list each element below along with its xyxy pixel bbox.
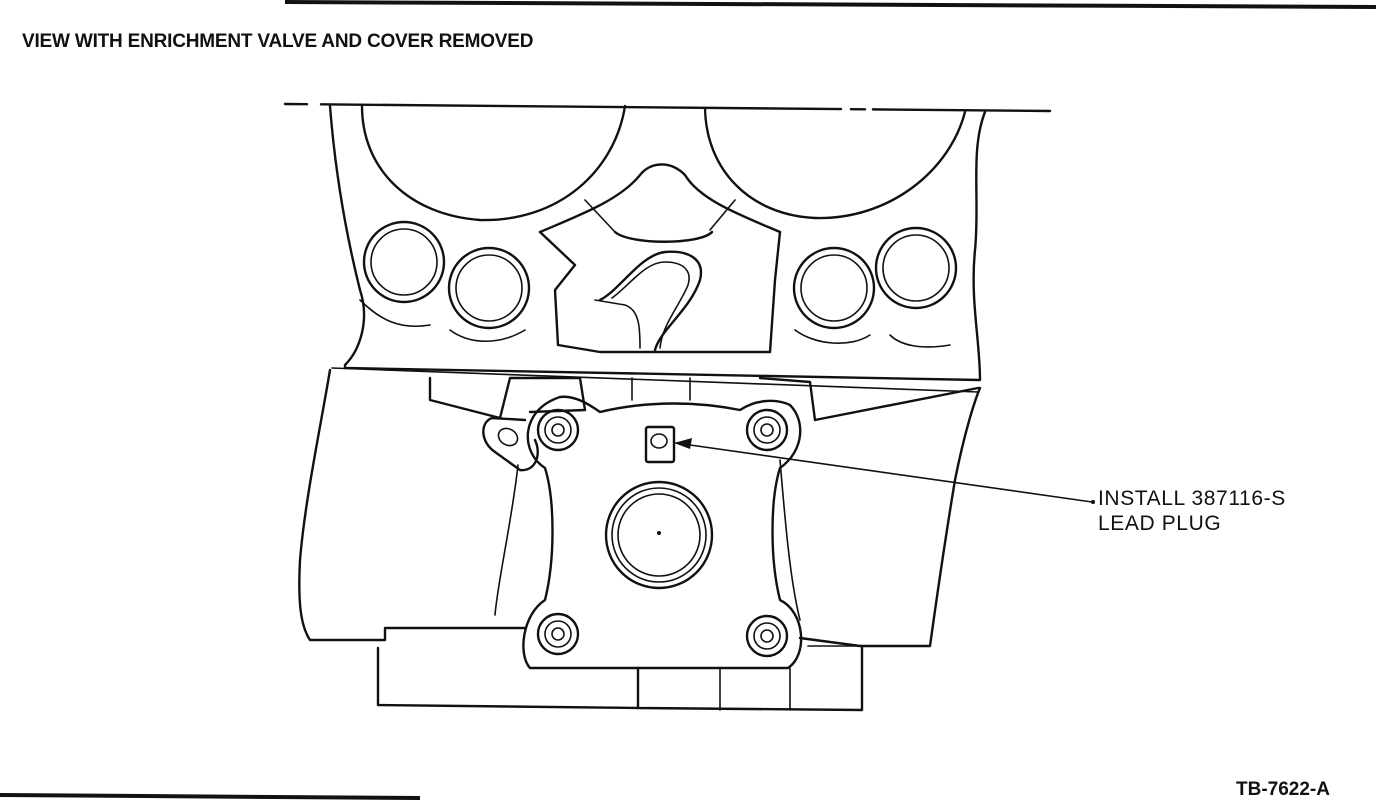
screw-top-right: [745, 408, 789, 452]
bottom-border-line: [0, 793, 421, 800]
center-slot-tab: [594, 299, 641, 349]
lower-body-vertical-right: [779, 459, 801, 621]
lower-body-vertical-left: [494, 464, 519, 616]
ring-pockets: [359, 299, 951, 348]
lead-plug-callout: INSTALL 387116-S LEAD PLUG: [1098, 486, 1286, 536]
leader-dot: [1091, 500, 1095, 504]
throttle-base-dividers: [637, 645, 863, 711]
callout-line-2: LEAD PLUG: [1098, 512, 1222, 535]
left-outer-ring: [362, 220, 446, 304]
left-ear-hole: [497, 427, 519, 447]
callout-line-1: INSTALL 387116-S: [1098, 487, 1286, 510]
figure-title: VIEW WITH ENRICHMENT VALVE AND COVER REM…: [22, 31, 534, 52]
right-inner-ring: [792, 246, 876, 330]
right-outer-ring: [874, 226, 958, 310]
upper-body-ledge: [331, 367, 979, 393]
center-slot: [598, 250, 703, 352]
lead-plug-boss: [644, 425, 676, 464]
valve-port: [604, 480, 714, 590]
upper-body-outline: [328, 104, 987, 382]
center-arch: [613, 230, 714, 243]
left-inner-ring: [447, 246, 531, 330]
leader-arrowhead: [674, 438, 692, 449]
figure-id: TB-7622-A: [1236, 779, 1330, 800]
lower-body-columns: [631, 377, 691, 401]
lower-body-outline: [298, 368, 982, 648]
center-cavity: [538, 230, 782, 354]
screw-bottom-left: [536, 612, 580, 656]
left-ear: [482, 416, 539, 472]
screw-bottom-right: [745, 614, 789, 658]
right-venturi-bore: [703, 106, 967, 220]
center-web: [538, 163, 782, 234]
leader-line: [675, 442, 1093, 503]
center-web-inner: [584, 199, 736, 233]
gasket-plate: [522, 395, 803, 670]
center-slot-inner: [611, 261, 690, 349]
lower-body-step-left: [428, 376, 587, 420]
screw-top-left: [536, 408, 580, 452]
left-venturi-bore: [360, 104, 627, 222]
top-border-line: [284, 0, 1376, 9]
break-line: [283, 102, 1052, 113]
lower-body-step-right: [758, 376, 980, 422]
